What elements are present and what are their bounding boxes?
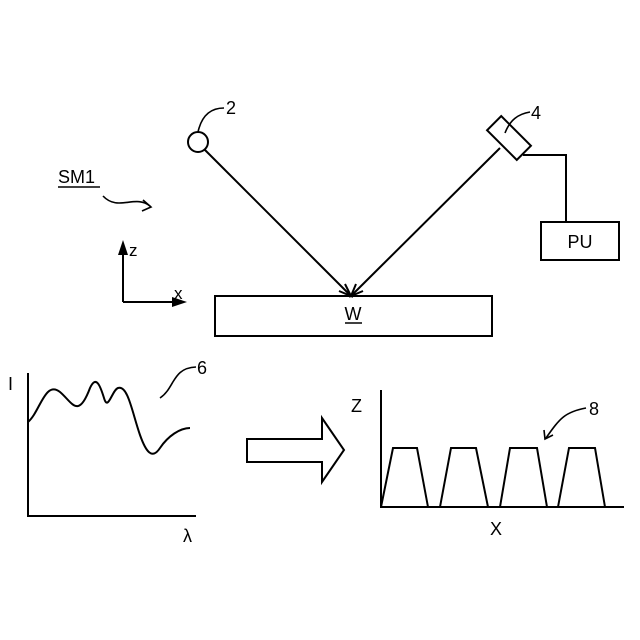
profile-x-label: X bbox=[490, 519, 502, 539]
z-axis-label: z bbox=[129, 241, 138, 260]
detector-ref-label: 4 bbox=[531, 103, 541, 123]
detector-to-pu-wire bbox=[523, 155, 566, 222]
spectrum-plot: I λ 6 bbox=[8, 358, 207, 546]
spectrum-leader-line bbox=[160, 367, 196, 398]
source-ref-label: 2 bbox=[226, 98, 236, 118]
profile-ref-label: 8 bbox=[589, 399, 599, 419]
spectrum-y-label: I bbox=[8, 374, 13, 394]
reflected-beam bbox=[351, 148, 500, 296]
source-leader-line bbox=[198, 108, 224, 132]
beams bbox=[205, 148, 500, 296]
light-source-group: 2 bbox=[188, 98, 236, 152]
detector-group: 4 bbox=[487, 103, 541, 160]
coordinate-axes: z x bbox=[118, 240, 187, 307]
incident-beam bbox=[205, 150, 351, 296]
wafer-label: W bbox=[345, 304, 362, 324]
profile-y-label: Z bbox=[351, 396, 362, 416]
processing-unit: PU bbox=[541, 222, 619, 260]
spectrum-ref-label: 6 bbox=[197, 358, 207, 378]
z-axis-arrowhead bbox=[118, 240, 128, 255]
spectrum-x-label: λ bbox=[183, 526, 192, 546]
light-source-icon bbox=[188, 132, 208, 152]
processing-unit-label: PU bbox=[567, 232, 592, 252]
profile-plot: Z X 8 bbox=[351, 390, 624, 539]
system-leader-arrowhead bbox=[142, 200, 151, 211]
profile-leader-line bbox=[546, 408, 586, 438]
system-label: SM1 bbox=[58, 167, 95, 187]
system-label-group: SM1 bbox=[58, 167, 151, 211]
profile-trapezoids bbox=[381, 448, 605, 507]
wafer: W bbox=[215, 296, 492, 336]
transform-arrow bbox=[247, 418, 344, 482]
x-axis-label: x bbox=[174, 284, 183, 303]
